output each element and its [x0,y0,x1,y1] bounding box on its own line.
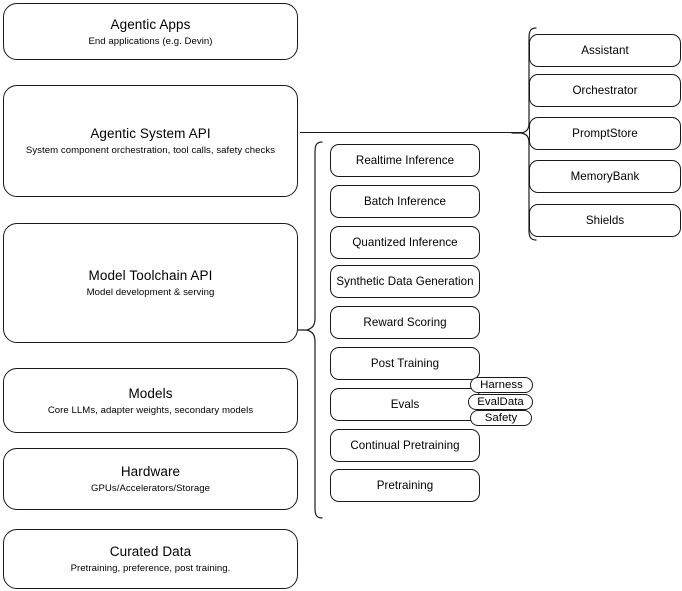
component-label: Batch Inference [364,194,446,208]
brace-toolchain [297,140,324,520]
layer-title: Hardware [120,464,181,479]
component-orchestrator[interactable]: Orchestrator [529,74,681,107]
brace-system-components [511,26,538,244]
layer-title: Agentic System API [90,126,211,141]
layer-subtitle: End applications (e.g. Devin) [88,35,213,47]
component-post-training[interactable]: Post Training [330,347,480,380]
component-reward-scoring[interactable]: Reward Scoring [330,306,480,339]
evals-subcomponent-label: Safety [484,412,518,424]
component-batch-inference[interactable]: Batch Inference [330,185,480,218]
evals-subcomponent-label: EvalData [477,396,524,408]
component-continual-pretraining[interactable]: Continual Pretraining [330,429,480,462]
evals-subcomponent-harness[interactable]: Harness [470,377,533,393]
component-realtime-inference[interactable]: Realtime Inference [330,144,480,177]
component-pretraining[interactable]: Pretraining [330,469,480,502]
layer-models[interactable]: Models Core LLMs, adapter weights, secon… [3,368,298,433]
component-label: Continual Pretraining [350,438,460,452]
component-label: Synthetic Data Generation [336,274,474,288]
layer-subtitle: Pretraining, preference, post training. [70,563,231,574]
component-label: Reward Scoring [363,315,447,329]
layer-subtitle: Model development & serving [86,287,215,298]
component-assistant[interactable]: Assistant [529,34,681,67]
component-label: PromptStore [572,126,638,140]
layer-agentic-system-api[interactable]: Agentic System API System component orch… [3,85,298,197]
component-label: Evals [390,397,420,411]
component-promptstore[interactable]: PromptStore [529,117,681,150]
component-label: Pretraining [376,478,434,492]
layer-agentic-apps[interactable]: Agentic Apps End applications (e.g. Devi… [3,3,298,60]
evals-subcomponent-label: Harness [480,379,523,391]
component-synthetic-data-generation[interactable]: Synthetic Data Generation [330,265,480,298]
layer-title: Models [128,385,173,401]
connector-agentic-system-api-to-components [300,132,522,134]
component-evals[interactable]: Evals [330,388,480,421]
layer-hardware[interactable]: Hardware GPUs/Accelerators/Storage [3,448,298,510]
layer-model-toolchain-api[interactable]: Model Toolchain API Model development & … [3,223,298,343]
component-label: Assistant [581,43,629,57]
component-label: Realtime Inference [355,153,455,167]
component-label: Quantized Inference [352,235,458,249]
evals-subcomponent-safety[interactable]: Safety [470,410,532,426]
layer-subtitle: GPUs/Accelerators/Storage [90,483,211,494]
layer-title: Curated Data [109,544,192,559]
layer-subtitle: System component orchestration, tool cal… [25,145,276,156]
component-label: Shields [585,213,625,227]
evals-subcomponent-evaldata[interactable]: EvalData [468,394,533,410]
layer-title: Model Toolchain API [88,268,213,283]
component-shields[interactable]: Shields [529,204,681,237]
component-label: MemoryBank [570,169,640,183]
component-memorybank[interactable]: MemoryBank [529,160,681,193]
component-label: Orchestrator [572,83,638,97]
component-quantized-inference[interactable]: Quantized Inference [330,226,480,259]
component-label: Post Training [370,356,440,370]
layer-title: Agentic Apps [110,16,191,32]
layer-curated-data[interactable]: Curated Data Pretraining, preference, po… [3,529,298,589]
layer-subtitle: Core LLMs, adapter weights, secondary mo… [47,404,254,416]
